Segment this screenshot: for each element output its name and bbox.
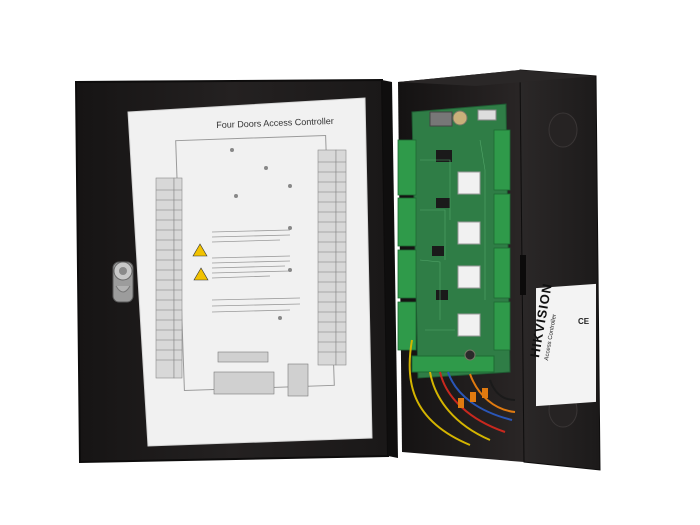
lock-icon — [112, 261, 134, 303]
manual-sheet — [127, 97, 373, 447]
ce-mark: CE — [578, 317, 590, 326]
warning-icon — [192, 243, 209, 281]
circuit-board — [397, 103, 511, 379]
wire-connectors — [458, 388, 488, 408]
